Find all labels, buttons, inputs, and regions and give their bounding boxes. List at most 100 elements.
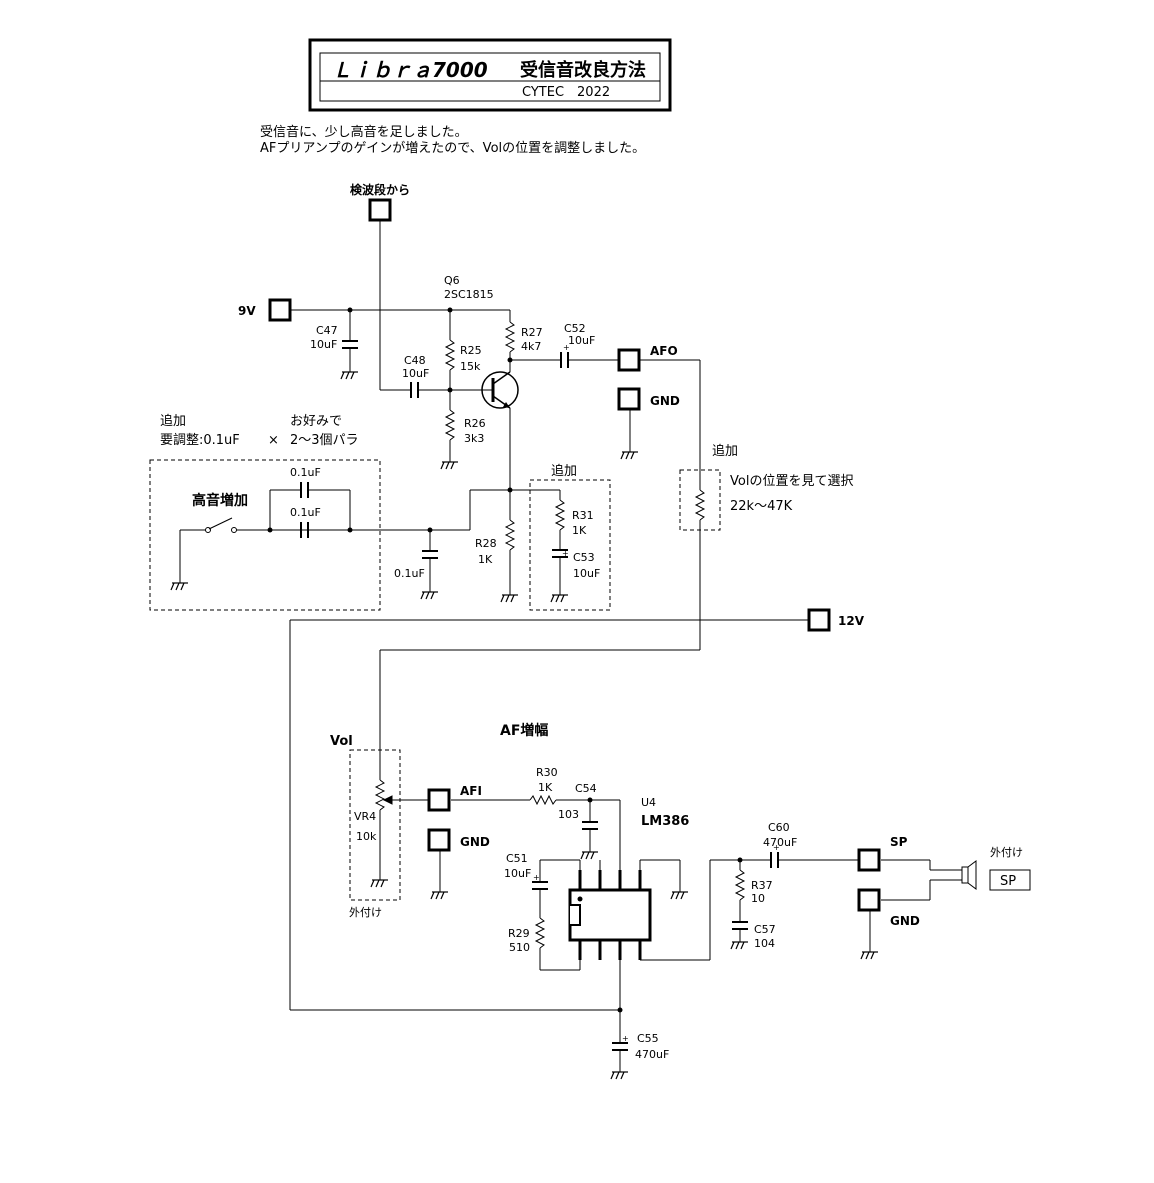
c55-capacitor: + bbox=[612, 1034, 629, 1051]
sp-box-label: SP bbox=[1000, 874, 1016, 889]
svg-text:+: + bbox=[773, 843, 780, 852]
r37-value: 10 bbox=[751, 892, 765, 905]
terminal-gnd-afi bbox=[427, 828, 451, 852]
terminal-gnd-top bbox=[617, 387, 641, 411]
r29-resistor bbox=[534, 917, 546, 949]
c-hi1-capacitor bbox=[300, 482, 309, 498]
gnd-c-shunt bbox=[420, 591, 438, 600]
r26-value: 3k3 bbox=[464, 432, 484, 445]
c53-capacitor: + bbox=[552, 549, 569, 558]
title-maker-year: CYTEC 2022 bbox=[522, 85, 610, 100]
gnd-afi bbox=[430, 891, 448, 900]
gnd-r28 bbox=[500, 594, 518, 603]
gnd-c47 bbox=[340, 371, 358, 380]
note-line-1: 受信音に、少し高音を足しました。 bbox=[260, 124, 468, 140]
gnd-vr4 bbox=[370, 879, 388, 888]
label-afi: AFI bbox=[460, 784, 482, 798]
c60-capacitor: + bbox=[770, 843, 780, 868]
ground-symbols bbox=[170, 371, 878, 1080]
gnd-sp bbox=[860, 951, 878, 960]
r26-resistor bbox=[444, 409, 456, 441]
c52-capacitor: + bbox=[560, 343, 570, 368]
annotation-add-left: 追加 bbox=[160, 413, 186, 429]
c57-capacitor bbox=[732, 921, 748, 930]
wires-preamp bbox=[179, 220, 701, 780]
annotation-add-right: 追加 bbox=[712, 443, 738, 459]
annotation-af-amp: AF増幅 bbox=[500, 722, 548, 739]
c48-ref: C48 bbox=[404, 354, 426, 367]
q6-ref: Q6 bbox=[444, 274, 460, 287]
c-shunt-value: 0.1uF bbox=[394, 567, 425, 580]
svg-text:+: + bbox=[622, 1034, 629, 1043]
c47-capacitor bbox=[342, 340, 358, 349]
c54-value: 103 bbox=[558, 808, 579, 821]
r27-value: 4k7 bbox=[521, 340, 541, 353]
c57-value: 104 bbox=[754, 937, 775, 950]
note-line-2: AFプリアンプのゲインが増えたので、Volの位置を調整しました。 bbox=[260, 141, 645, 156]
treble-boost-box bbox=[149, 459, 381, 611]
c47-ref: C47 bbox=[316, 324, 338, 337]
annotation-preference: お好みで bbox=[290, 414, 342, 429]
capacitor-symbols: + + + + + bbox=[300, 340, 780, 1051]
annotation-vol: Vol bbox=[330, 734, 353, 749]
svg-text:+: + bbox=[533, 873, 540, 882]
c54-capacitor bbox=[582, 821, 598, 830]
terminal-sp bbox=[857, 848, 881, 872]
treble-switch bbox=[205, 517, 237, 533]
q6-transistor bbox=[481, 371, 519, 409]
r31-resistor bbox=[554, 499, 566, 531]
gnd-c54 bbox=[580, 851, 598, 860]
label-afo: AFO bbox=[650, 344, 678, 358]
svg-text:+: + bbox=[562, 549, 569, 558]
r27-ref: R27 bbox=[521, 326, 543, 339]
label-gnd-top: GND bbox=[650, 394, 680, 408]
annotation-vol-range: 22k～47K bbox=[730, 499, 793, 514]
label-gnd-afi: GND bbox=[460, 835, 490, 849]
annotations: 追加 要調整:0.1uF × お好みで 2～3個パラ 高音増加 追加 追加 Vo… bbox=[160, 413, 1023, 919]
vol-select-box bbox=[679, 469, 721, 531]
label-9v: 9V bbox=[238, 304, 256, 318]
gnd-c53 bbox=[550, 594, 568, 603]
c54-ref: C54 bbox=[575, 782, 597, 795]
u4-ref: U4 bbox=[641, 796, 656, 809]
r27-resistor bbox=[504, 321, 516, 353]
vr4-ref: VR4 bbox=[354, 810, 376, 823]
terminal-9v bbox=[268, 298, 292, 322]
vr4-wiper-arrow bbox=[382, 795, 393, 805]
c48-capacitor bbox=[410, 382, 419, 398]
terminal-12v bbox=[807, 608, 831, 632]
annotation-adjust: 要調整:0.1uF bbox=[160, 433, 240, 448]
gnd-afo bbox=[620, 451, 638, 460]
r25-value: 15k bbox=[460, 360, 481, 373]
r30-ref: R30 bbox=[536, 766, 558, 779]
r37-resistor bbox=[734, 869, 746, 901]
c52-value: 10uF bbox=[568, 334, 595, 347]
r31-value: 1K bbox=[572, 524, 587, 537]
u4-lm386-chip bbox=[568, 870, 652, 960]
title-subject: 受信音改良方法 bbox=[520, 59, 646, 81]
svg-text:+: + bbox=[563, 343, 570, 352]
annotation-external-vol: 外付け bbox=[349, 906, 382, 919]
c57-ref: C57 bbox=[754, 923, 776, 936]
r28-value: 1K bbox=[478, 553, 493, 566]
label-12v: 12V bbox=[838, 614, 865, 628]
q6-part: 2SC1815 bbox=[444, 288, 494, 301]
gnd-r26 bbox=[440, 461, 458, 470]
terminal-gnd-sp bbox=[857, 888, 881, 912]
gnd-pin4 bbox=[670, 891, 688, 900]
r30-resistor bbox=[529, 794, 557, 806]
gnd-switch bbox=[170, 582, 188, 591]
junction-dots bbox=[267, 307, 743, 1013]
r29-value: 510 bbox=[509, 941, 530, 954]
label-sp: SP bbox=[890, 835, 908, 849]
annotation-add-mid: 追加 bbox=[551, 463, 577, 479]
vol-select-resistor bbox=[694, 489, 706, 521]
annotation-times: × bbox=[268, 433, 279, 448]
wires-af-amp bbox=[289, 619, 962, 1072]
speaker-icon bbox=[961, 860, 977, 890]
r28-ref: R28 bbox=[475, 537, 497, 550]
r28-resistor bbox=[504, 519, 516, 551]
c-hi1-value: 0.1uF bbox=[290, 466, 321, 479]
title-block: Ｌｉｂｒａ7000 受信音改良方法 CYTEC 2022 bbox=[308, 38, 672, 112]
